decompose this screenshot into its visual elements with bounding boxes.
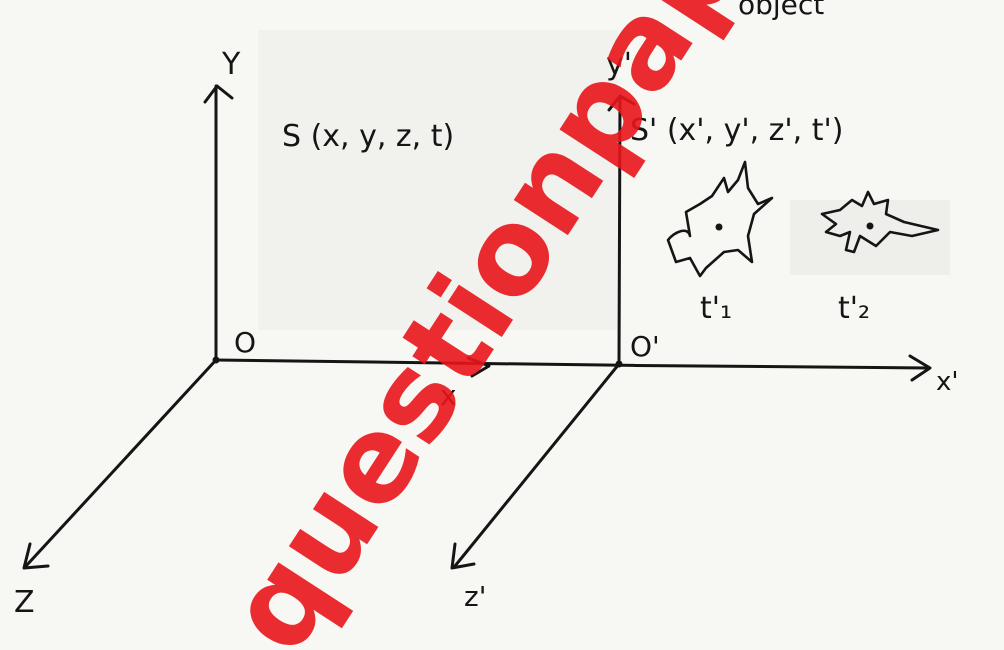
z-prime-axis: [453, 362, 621, 568]
z-axis-arrowhead: [22, 542, 50, 570]
object-at-t2: [820, 190, 940, 254]
y-prime-axis: [617, 94, 622, 366]
x-prime-axis-label: x': [936, 367, 959, 397]
paper-shade: [258, 30, 618, 330]
origin-prime-dot: [615, 360, 623, 368]
x-axis-label: x: [440, 379, 457, 412]
object-at-t1: [666, 160, 774, 278]
origin-prime-label: O': [630, 330, 660, 363]
frame-s-label: S (x, y, z, t): [282, 119, 454, 154]
y-prime-axis-label: y': [606, 47, 632, 82]
z-prime-axis-arrowhead: [450, 542, 476, 570]
z-axis: [24, 358, 218, 568]
paper-shade: [790, 200, 950, 275]
spiky-object-icon: [666, 160, 774, 278]
y-prime-axis-arrowhead: [607, 94, 636, 112]
z-prime-axis-label: z': [464, 580, 486, 613]
object-center-dot: [866, 222, 874, 230]
y-axis-arrowhead: [203, 84, 234, 104]
frame-s-prime: [450, 94, 636, 570]
spiky-object-icon: [820, 190, 940, 254]
frame-s: [22, 84, 932, 570]
cropped-top-text: object: [738, 0, 824, 21]
frame-s-prime-label: S' (x', y', z', t'): [630, 113, 843, 148]
time-label-t2: t'₂: [838, 291, 870, 326]
origin-dot: [212, 356, 220, 364]
x-axis-arrowhead: [466, 356, 491, 378]
x-prime-axis-arrowhead: [908, 354, 932, 382]
time-label-t1: t'₁: [700, 291, 732, 326]
object-center-dot: [715, 223, 723, 231]
x-axis: [214, 358, 930, 370]
z-axis-label: Z: [14, 585, 35, 620]
origin-label: O: [234, 326, 256, 359]
y-axis-label: Y: [221, 47, 241, 82]
